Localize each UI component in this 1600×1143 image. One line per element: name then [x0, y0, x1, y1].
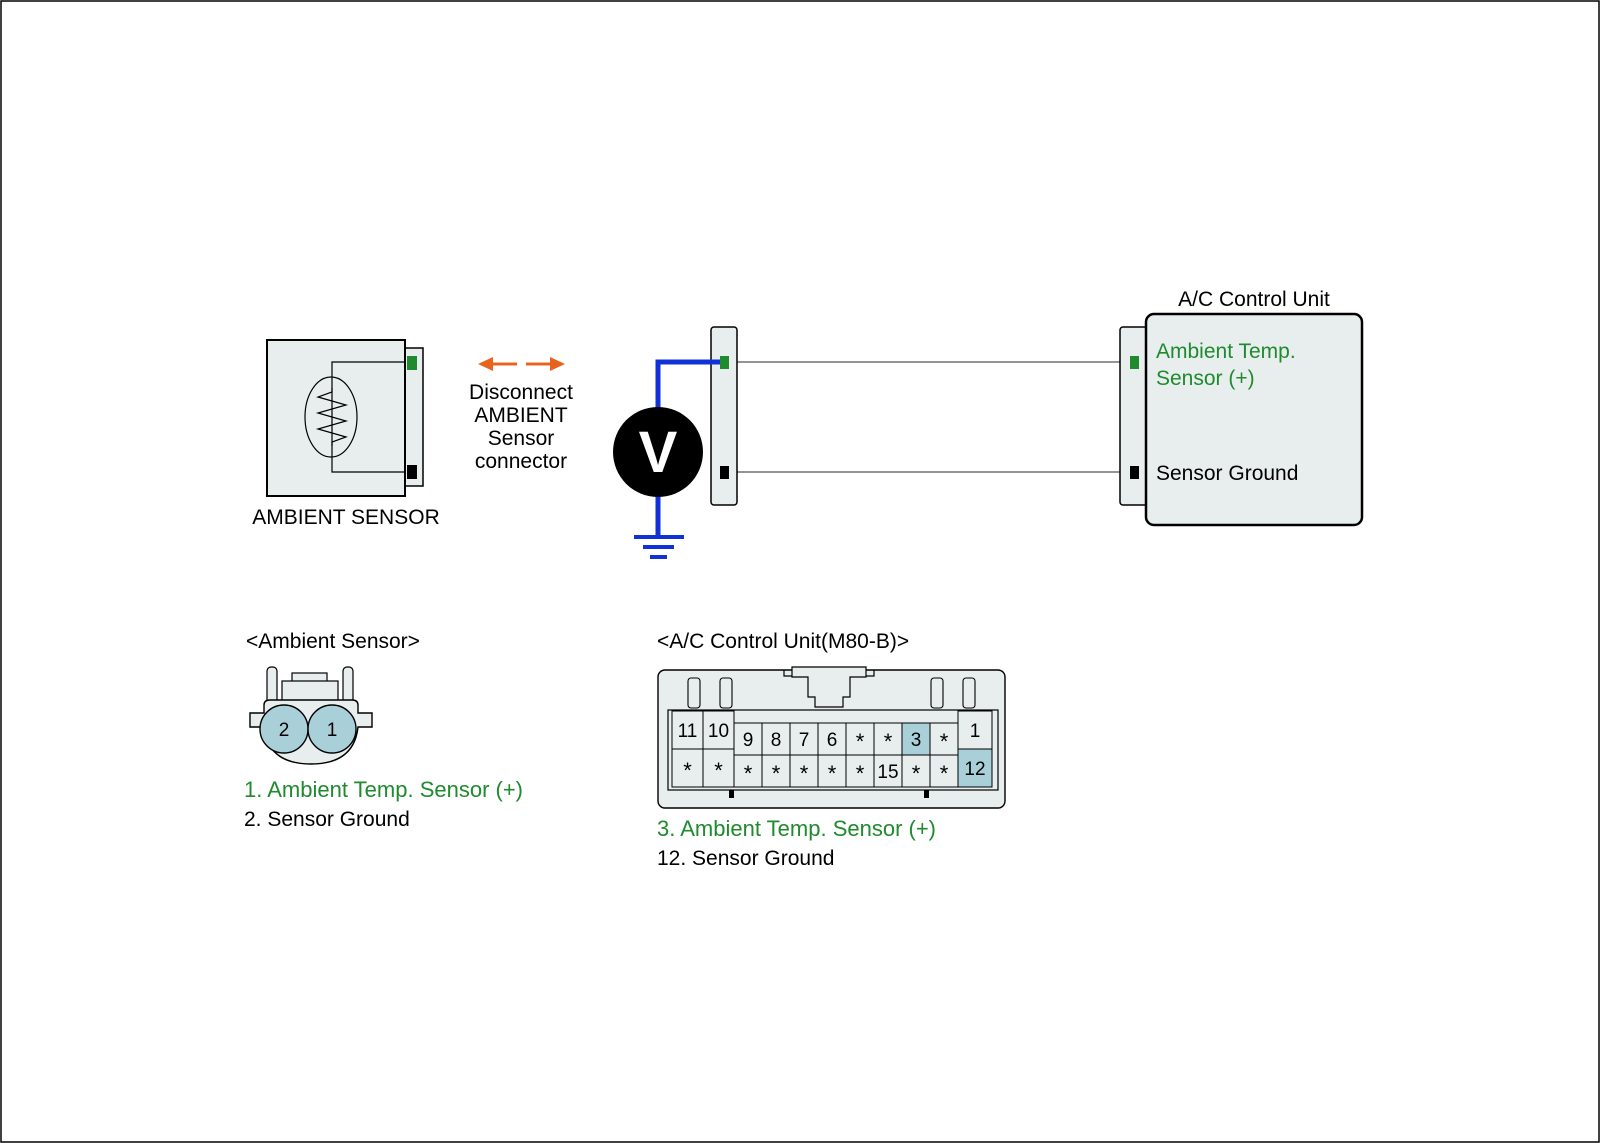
- acu-connector-tab-3: [930, 677, 944, 709]
- acu-pin-label: *: [940, 729, 949, 754]
- control-unit-body: [1144, 312, 1364, 527]
- acu-pin-cavity: [671, 710, 704, 750]
- acu-pin-cavity: [789, 722, 819, 756]
- thermistor-icon: [304, 361, 405, 473]
- sensor-connector-pin-1-label: 1: [327, 720, 338, 741]
- disconnect-line-1: Disconnect: [469, 381, 573, 404]
- harness-pin-ground: [720, 466, 729, 479]
- acu-pin-cavity: [929, 754, 959, 788]
- acu-pin-label: 3: [911, 730, 922, 751]
- acu-connector-notch-left: [729, 790, 734, 798]
- acu-pin-cavity: [901, 722, 931, 756]
- sensor-connector-face: <Ambient Sensor> 2 1 1. Ambient Temp. Se…: [244, 630, 523, 831]
- ac-control-unit: A/C Control Unit Ambient Temp. Sensor (+…: [1119, 288, 1364, 527]
- acu-pin-cavity: [901, 754, 931, 788]
- sensor-legend-2: 2. Sensor Ground: [244, 808, 410, 831]
- control-unit-title: A/C Control Unit: [1178, 288, 1330, 311]
- acu-pin-label: 7: [799, 730, 810, 751]
- acu-pin-label: 1: [970, 721, 981, 742]
- control-unit-ground-label: Sensor Ground: [1156, 462, 1298, 485]
- sensor-legend-1: 1. Ambient Temp. Sensor (+): [244, 777, 523, 802]
- acu-pin-label: *: [884, 729, 893, 754]
- disconnect-line-4: connector: [475, 450, 567, 473]
- ambient-sensor: AMBIENT SENSOR: [252, 339, 440, 529]
- disconnect-line-2: AMBIENT: [474, 404, 568, 427]
- acu-pin-label: *: [714, 758, 723, 783]
- disconnect-line-3: Sensor: [488, 427, 555, 450]
- sensor-connector-pin-1: [307, 704, 357, 754]
- acu-pin-cavity: [702, 748, 735, 788]
- sensor-connector-title: <Ambient Sensor>: [246, 630, 420, 653]
- harness-connector-body: [710, 326, 738, 506]
- disconnect-note: Disconnect AMBIENT Sensor connector: [469, 357, 573, 473]
- acu-pin-cavity: [957, 748, 993, 788]
- acu-pin-label: *: [683, 758, 692, 783]
- acu-pin-label: *: [800, 761, 809, 786]
- double-arrow-icon: [478, 357, 565, 371]
- acu-pin-cavity: [873, 722, 903, 756]
- meter-probe-wire: [655, 359, 720, 420]
- acu-pin-label: *: [856, 729, 865, 754]
- acu-pin-label: 10: [708, 721, 729, 742]
- acu-pin-label: *: [772, 761, 781, 786]
- harness-connector: [710, 326, 738, 506]
- ground-icon: [634, 535, 684, 559]
- control-unit-pin-plus: [1130, 356, 1139, 369]
- acu-pin-label: 11: [678, 721, 698, 742]
- acu-legend-2: 12. Sensor Ground: [657, 847, 834, 870]
- acu-pin-cavity: [789, 754, 819, 788]
- control-unit-plus-line-2: Sensor (+): [1156, 367, 1255, 390]
- acu-connector-tab-1: [687, 677, 701, 709]
- harness-pin-plus: [720, 356, 729, 369]
- acu-pin-cavity: [845, 754, 875, 788]
- meter-label: V: [639, 420, 678, 485]
- acu-pin-cavity: [957, 710, 993, 750]
- voltmeter: V: [613, 359, 720, 559]
- acu-pin-cavity: [817, 754, 847, 788]
- acu-legend-1: 3. Ambient Temp. Sensor (+): [657, 816, 936, 841]
- sensor-pin-ground: [407, 465, 417, 479]
- sensor-pin-plus: [407, 356, 417, 370]
- acu-pin-cavity: [671, 748, 704, 788]
- acu-pin-label: 9: [743, 730, 754, 751]
- acu-connector-title: <A/C Control Unit(M80-B)>: [657, 630, 909, 653]
- acu-pin-label: *: [828, 761, 837, 786]
- acu-pin-label: 15: [877, 762, 898, 783]
- sensor-label: AMBIENT SENSOR: [252, 506, 439, 529]
- acu-pin-label: 8: [771, 730, 782, 751]
- acu-connector-key: [791, 666, 867, 708]
- meter-dial: [613, 407, 703, 497]
- acu-connector-tab-2: [719, 677, 733, 709]
- acu-pin-label: *: [856, 761, 865, 786]
- acu-pin-cavity: [817, 722, 847, 756]
- control-unit-plus-line-1: Ambient Temp.: [1156, 340, 1296, 363]
- control-unit-pin-ground: [1130, 466, 1139, 479]
- sensor-connector-pin-2-label: 2: [279, 720, 290, 741]
- acu-pin-cavity: [733, 722, 763, 756]
- acu-pin-label: 12: [964, 759, 985, 780]
- acu-connector-notch-right: [924, 790, 929, 798]
- acu-pin-label: *: [940, 761, 949, 786]
- acu-pin-label: 6: [827, 730, 838, 751]
- harness-wires: [728, 361, 1136, 473]
- acu-connector-tab-4: [962, 677, 976, 709]
- acu-pin-label: *: [912, 761, 921, 786]
- acu-pin-label: *: [744, 761, 753, 786]
